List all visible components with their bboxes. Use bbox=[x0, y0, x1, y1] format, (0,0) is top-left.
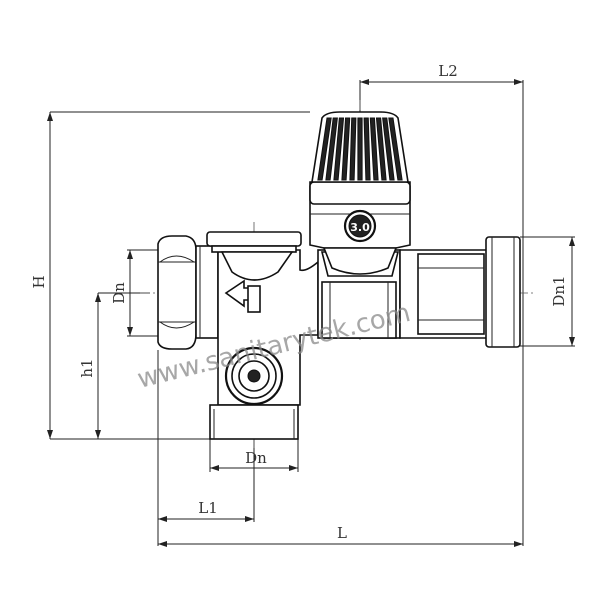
label-L: L bbox=[337, 524, 347, 542]
knob-ridge bbox=[382, 117, 395, 181]
knob-ridge bbox=[349, 117, 357, 181]
label-Dn1: Dn1 bbox=[550, 275, 568, 306]
knob-ridge bbox=[341, 117, 351, 181]
adjustment-knob: 3.0 bbox=[309, 111, 411, 275]
label-Dn-bottom: Dn bbox=[245, 449, 267, 467]
knob-ridges bbox=[317, 117, 403, 181]
dimension-lines bbox=[47, 79, 575, 547]
knob-ridge bbox=[333, 117, 345, 181]
knob-ridge bbox=[325, 117, 338, 181]
knob-ridge bbox=[388, 117, 403, 181]
knob-mark-label: 3.0 bbox=[350, 221, 370, 234]
label-H: H bbox=[30, 275, 48, 288]
label-L2: L2 bbox=[438, 62, 458, 80]
label-h1: h1 bbox=[78, 358, 96, 377]
knob-ridge bbox=[369, 117, 379, 181]
knob-ridge bbox=[317, 117, 332, 181]
label-L1: L1 bbox=[198, 499, 218, 517]
knob-ridge bbox=[363, 117, 371, 181]
knob-ridge bbox=[375, 117, 387, 181]
label-Dn-left: Dn bbox=[110, 282, 128, 304]
knob-ridge bbox=[357, 117, 363, 181]
